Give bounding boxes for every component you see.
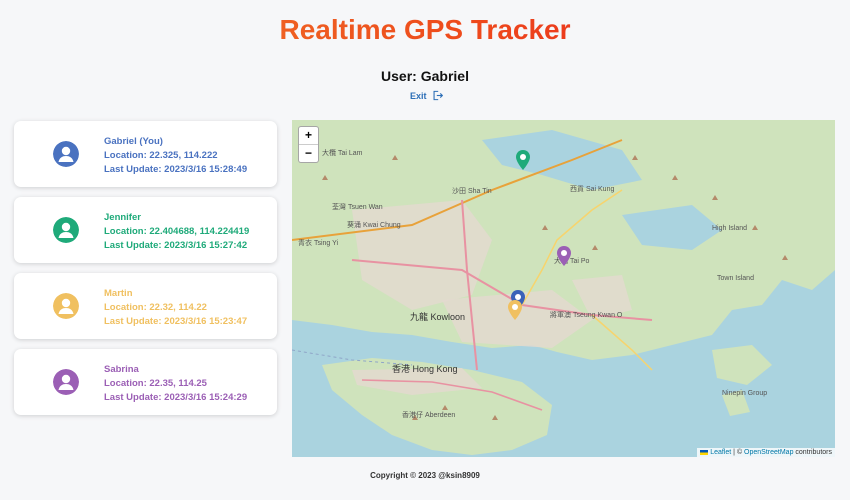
user-location: Location: 22.35, 114.25 (104, 378, 207, 389)
map-label-kwaichung: 葵涌 Kwai Chung (347, 222, 401, 229)
map-label-highisland: High Island (712, 225, 748, 232)
map-label-ninepin: Ninepin Group (722, 390, 768, 397)
user-card[interactable]: Gabriel (You) Location: 22.325, 114.222 … (14, 121, 277, 187)
map-marker-jennifer[interactable] (516, 150, 530, 170)
user-last-update: Last Update: 2023/3/16 15:28:49 (104, 164, 248, 175)
map-label-tsuenwan: 荃灣 Tsuen Wan (332, 204, 383, 211)
zoom-control: + − (298, 126, 319, 163)
current-user-label: User: Gabriel (381, 68, 469, 84)
zoom-out-button[interactable]: − (299, 144, 318, 162)
user-last-update: Last Update: 2023/3/16 15:27:42 (104, 240, 248, 251)
user-name: Martin (104, 288, 133, 299)
attribution-tail: contributors (793, 449, 832, 456)
user-location: Location: 22.404688, 114.224419 (104, 226, 250, 237)
page-title: Realtime GPS Tracker (0, 14, 850, 46)
exit-label: Exit (410, 90, 427, 101)
map-label-hongkong: 香港 Hong Kong (392, 364, 458, 374)
user-card[interactable]: Sabrina Location: 22.35, 114.25 Last Upd… (14, 349, 277, 415)
map-label-tseungkwano: 將軍澳 Tseung Kwan O (550, 312, 623, 319)
map-label-shatin: 沙田 Sha Tin (452, 188, 492, 195)
user-last-update: Last Update: 2023/3/16 15:24:29 (104, 392, 248, 403)
user-card[interactable]: Jennifer Location: 22.404688, 114.224419… (14, 197, 277, 263)
map-marker-martin[interactable] (508, 300, 522, 320)
map-marker-sabrina[interactable] (557, 246, 571, 266)
user-last-update: Last Update: 2023/3/16 15:23:47 (104, 316, 248, 327)
logout-icon (433, 90, 443, 101)
map-view[interactable]: 大埔 Tai Po 沙田 Sha Tin 大欖 Tai Lam 荃灣 Tsuen… (292, 120, 835, 457)
user-list: Gabriel (You) Location: 22.325, 114.222 … (14, 121, 277, 425)
osm-link[interactable]: OpenStreetMap (744, 449, 794, 456)
user-name: Gabriel (You) (104, 136, 163, 147)
user-avatar-icon (53, 369, 79, 395)
user-location: Location: 22.325, 114.222 (104, 150, 218, 161)
user-location: Location: 22.32, 114.22 (104, 302, 207, 313)
user-name: Jennifer (104, 212, 141, 223)
leaflet-link[interactable]: Leaflet (710, 449, 732, 456)
footer-copyright: Copyright © 2023 @ksin8909 (370, 471, 480, 480)
exit-button[interactable]: Exit (410, 90, 443, 101)
user-name: Sabrina (104, 364, 139, 375)
map-label-tsingyi: 青衣 Tsing Yi (298, 240, 339, 247)
map-label-taipo: 大埔 Tai Po (554, 258, 590, 265)
user-avatar-icon (53, 141, 79, 167)
map-tiles (292, 120, 835, 457)
user-avatar-icon (53, 217, 79, 243)
map-label-towisland: Town Island (717, 275, 754, 282)
ukraine-flag-icon (700, 449, 709, 455)
attribution-separator: | © (731, 449, 745, 456)
user-card[interactable]: Martin Location: 22.32, 114.22 Last Upda… (14, 273, 277, 339)
map-attribution: Leaflet | © OpenStreetMap contributors (697, 448, 835, 457)
map-label-saikung: 西貢 Sai Kung (570, 186, 615, 193)
map-label-tailam: 大欖 Tai Lam (322, 150, 363, 157)
map-label-kowloon: 九龍 Kowloon (410, 312, 466, 322)
zoom-in-button[interactable]: + (304, 128, 312, 142)
user-avatar-icon (53, 293, 79, 319)
map-label-aberdeen: 香港仔 Aberdeen (402, 412, 456, 419)
